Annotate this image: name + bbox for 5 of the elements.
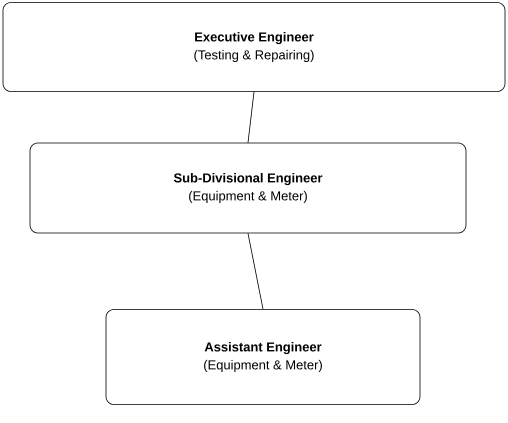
- process-box: Executive Engineer (Testing & Repairing): [2, 2, 506, 92]
- connector-line: [248, 92, 254, 143]
- process-box: Sub-Divisional Engineer (Equipment & Meter): [30, 142, 466, 234]
- process-box: Assistant Engineer (Equipment & Meter): [106, 309, 420, 405]
- connector-line: [248, 233, 264, 310]
